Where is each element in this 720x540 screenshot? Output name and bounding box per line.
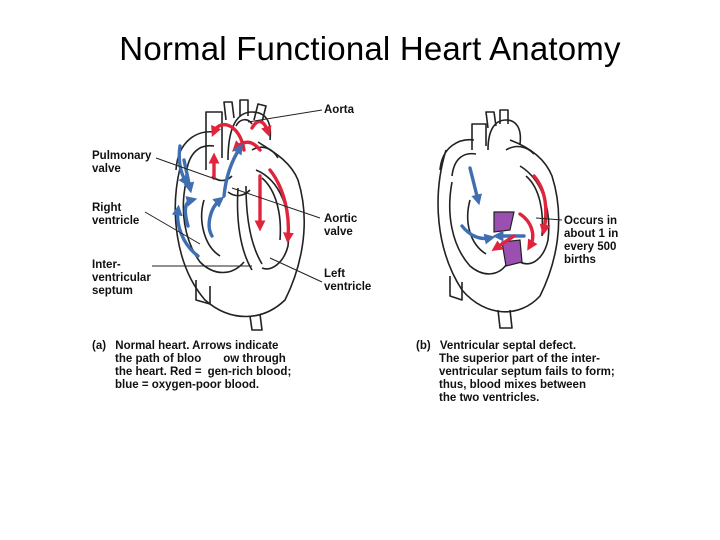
caption-b-line2: The superior part of the inter-	[439, 353, 601, 365]
vsd-heart-illustration	[437, 109, 560, 329]
caption-a-line1: Arrows indicate	[189, 340, 279, 352]
caption-a-line3: the heart. Red =	[115, 366, 202, 378]
caption-a-line2b: ow through	[223, 353, 286, 365]
vsd-heart-flow-arrows	[460, 166, 551, 252]
normal-heart-leader-lines	[144, 109, 323, 283]
slide-title: Normal Functional Heart Anatomy	[119, 30, 621, 67]
vsd-leader-line	[535, 217, 563, 221]
caption-b-line3: ventricular septum fails to form;	[439, 366, 615, 378]
caption-b-prefix: (b)	[416, 340, 431, 352]
normal-heart-flow-arrows	[171, 120, 294, 258]
caption-normal-heart: (a) Normal heart. Arrows indicate the pa…	[92, 340, 291, 392]
label-left-ventricle: Left ventricle	[324, 268, 372, 293]
vsd-incidence-note: Occurs in about 1 in every 500 births	[564, 215, 619, 266]
caption-vsd: (b) Ventricular septal defect. The super…	[416, 340, 615, 405]
caption-a-heading: Normal heart.	[115, 340, 190, 352]
caption-a-line3b: gen-rich blood;	[207, 366, 292, 378]
label-aorta: Aorta	[324, 104, 355, 116]
caption-a-line4: blue = oxygen-poor blood.	[115, 379, 260, 391]
ventricular-septal-defect	[493, 211, 523, 267]
caption-b-line5: the two ventricles.	[439, 392, 540, 404]
caption-b-line4: thus, blood mixes between	[439, 379, 586, 391]
label-right-ventricle: Right ventricle	[92, 202, 140, 227]
caption-a-prefix: (a)	[92, 340, 107, 352]
caption-b-heading: Ventricular septal defect.	[439, 340, 577, 352]
label-interventricular-septum: Inter- ventricular septum	[92, 259, 151, 297]
label-aortic-valve: Aortic valve	[324, 213, 358, 238]
label-pulmonary-valve: Pulmonary valve	[92, 150, 152, 175]
caption-a-line2: the path of bloo	[115, 353, 202, 365]
